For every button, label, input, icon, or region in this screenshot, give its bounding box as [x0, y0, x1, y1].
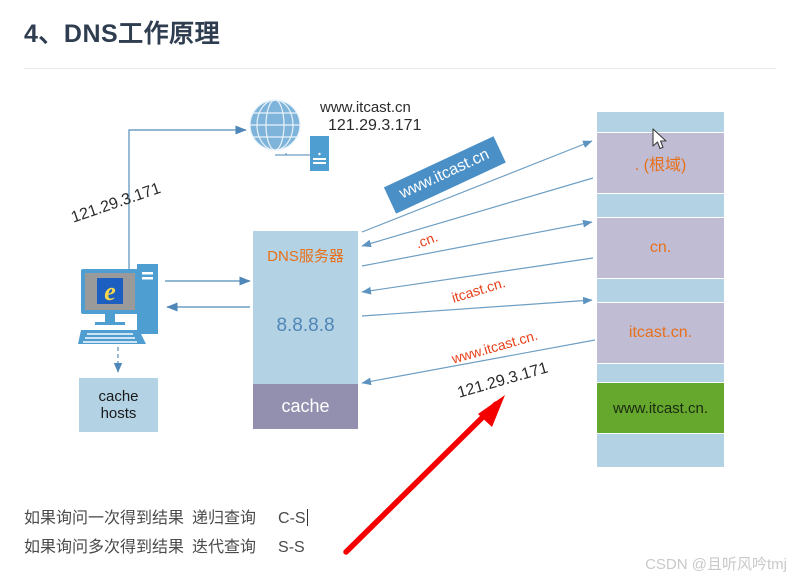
- dns-server-cache-label: cache: [253, 384, 358, 429]
- note-line-1: 如果询问多次得到结果迭代查询 S-S: [24, 533, 305, 557]
- client-computer-icon: e: [78, 252, 168, 347]
- query-banner-www-itcast-cn: www.itcast.cn: [383, 136, 506, 214]
- internet-host-ip: 121.29.3.171: [328, 117, 422, 134]
- dns-server-title: DNS服务器: [267, 248, 344, 265]
- note-1-condition: 如果询问多次得到结果: [24, 539, 185, 556]
- query-label-1: itcast.cn.: [449, 274, 508, 306]
- note-0-condition: 如果询问一次得到结果: [24, 510, 185, 527]
- mouse-pointer-icon: [652, 128, 670, 152]
- server-icon: [310, 136, 329, 171]
- zone-itcast-cn-label: itcast.cn.: [628, 324, 693, 341]
- client-cache-hosts-box: cache hosts: [79, 378, 158, 432]
- zone-itcast-cn[interactable]: itcast.cn.: [597, 302, 724, 364]
- text-caret: [306, 509, 308, 526]
- cache-hosts-line2: hosts: [100, 405, 137, 422]
- dns-zone-hierarchy: . (根域) cn. itcast.cn. www.itcast.cn.: [597, 112, 724, 467]
- note-0-type: 递归查询: [192, 510, 257, 527]
- csdn-watermark: CSDN @且听风吟tmj: [645, 556, 787, 573]
- zone-root-label: . (根域): [634, 157, 687, 174]
- query-label-2: www.itcast.cn.: [449, 326, 540, 367]
- svg-text:e: e: [104, 277, 116, 306]
- zone-cn-label: cn.: [649, 239, 672, 256]
- client-answer-ip: 121.29.3.171: [69, 180, 163, 227]
- title-divider: [24, 68, 776, 69]
- cache-hosts-line1: cache: [98, 387, 139, 405]
- dns-server-ip: 8.8.8.8: [276, 315, 335, 336]
- query-label-3: 121.29.3.171: [455, 359, 551, 402]
- dns-server-box: DNS服务器 8.8.8.8 cache: [253, 231, 358, 429]
- zone-www-itcast-cn[interactable]: www.itcast.cn.: [597, 382, 724, 434]
- query-label-0: .cn.: [413, 228, 440, 252]
- zone-www-itcast-cn-label: www.itcast.cn.: [612, 399, 709, 417]
- note-1-model: S-S: [278, 539, 305, 556]
- page-title: 4、DNS工作原理: [24, 20, 221, 48]
- globe-icon: [248, 98, 302, 152]
- note-0-model: C-S: [278, 510, 306, 527]
- zone-cn[interactable]: cn.: [597, 217, 724, 279]
- note-1-type: 迭代查询: [192, 539, 257, 556]
- internet-host-url: www.itcast.cn: [320, 99, 411, 116]
- note-line-0: 如果询问一次得到结果递归查询 C-S: [24, 504, 308, 528]
